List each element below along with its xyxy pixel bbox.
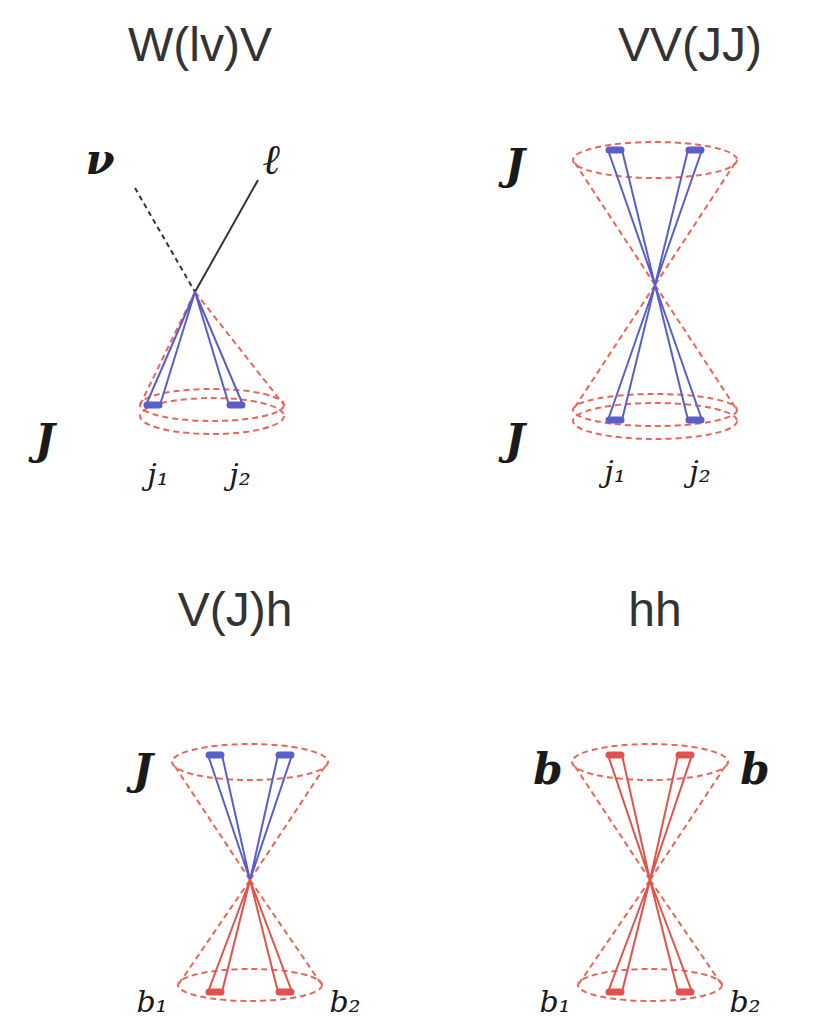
panel-title: VV(JJ) — [618, 21, 762, 69]
bjet-label: b₁ — [539, 987, 570, 1017]
jet-label: J — [35, 419, 55, 461]
particle-label: ℓ — [263, 139, 281, 181]
bjet-label: b₂ — [329, 987, 360, 1017]
bjet-label: b — [533, 749, 562, 791]
jet-label: J — [505, 419, 525, 461]
panel-title: V(J)h — [178, 586, 293, 634]
jet-label: J — [505, 144, 525, 186]
panel-title: hh — [628, 586, 681, 634]
subjet-label: j₁ — [604, 457, 625, 487]
bjet-label: b₂ — [729, 987, 760, 1017]
subjet-label: j₁ — [147, 460, 168, 490]
subjet-label: j₂ — [689, 457, 710, 487]
bjet-label: b₁ — [136, 987, 167, 1017]
bjet-label: b — [740, 749, 769, 791]
jet-label: J — [133, 749, 153, 791]
particle-label: ν — [85, 139, 114, 181]
subjet-label: j₂ — [229, 460, 250, 490]
panel-title: W(lv)V — [128, 21, 272, 69]
